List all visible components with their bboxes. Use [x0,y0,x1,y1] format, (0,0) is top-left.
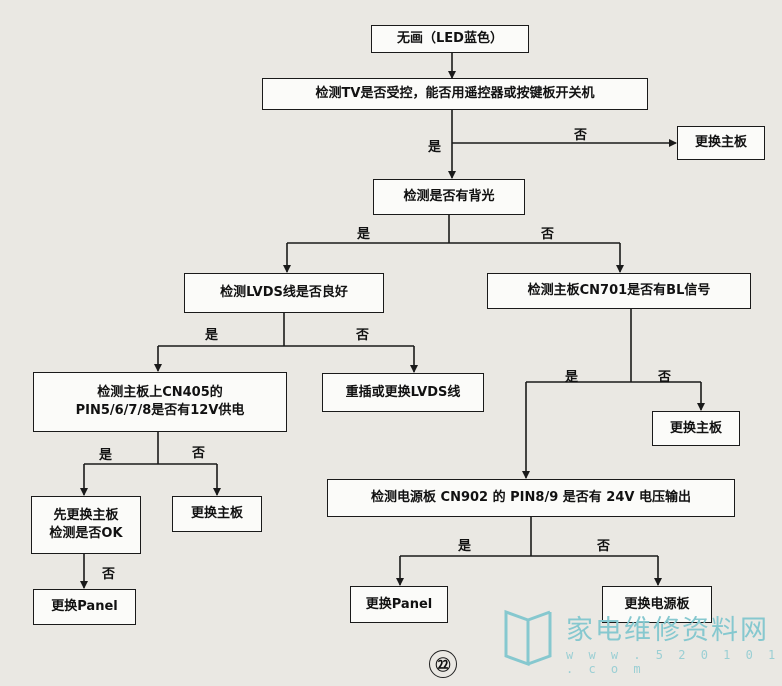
watermark-url: w w w . 5 2 0 1 0 1 . c o m [566,648,780,676]
check-bl-signal-node: 检测主板CN701是否有BL信号 [487,273,751,309]
replace-panel-node-2: 更换Panel [350,586,448,623]
no-label-bl-signal: 否 [658,370,672,385]
no-label-tv-control: 否 [574,128,588,143]
replace-panel-node-1: 更换Panel [33,589,136,625]
no-label-backlight: 否 [541,227,555,242]
page-number: ㉒ [429,650,457,678]
yes-label-lvds: 是 [205,328,219,343]
replug-lvds-node: 重插或更换LVDS线 [322,373,484,412]
check-cn405-node: 检测主板上CN405的 PIN5/6/7/8是否有12V供电 [33,372,287,432]
replace-mainboard-first-node: 先更换主板 检测是否OK [31,496,141,554]
watermark-text: 家电维修资料网 [566,615,769,646]
no-label-lvds: 否 [356,328,370,343]
replace-mainboard-node-2: 更换主板 [652,411,740,446]
check-lvds-cable-node: 检测LVDS线是否良好 [184,273,384,313]
yes-label-backlight: 是 [357,227,371,242]
replace-mainboard-node-3: 更换主板 [172,496,262,532]
check-tv-control-node: 检测TV是否受控，能否用遥控器或按键板开关机 [262,78,648,110]
book-logo-icon [504,609,552,667]
yes-label-bl-signal: 是 [565,370,579,385]
check-backlight-node: 检测是否有背光 [373,179,525,215]
replace-mainboard-node-1: 更换主板 [677,126,765,160]
no-label-mainboard-first: 否 [102,567,116,582]
no-label-cn405: 否 [192,446,206,461]
start-node: 无画（LED蓝色） [371,25,529,53]
watermark: 家电维修资料网 w w w . 5 2 0 1 0 1 . c o m [500,604,782,676]
no-label-psu: 否 [597,539,611,554]
replace-psu-node: 更换电源板 [602,586,712,623]
yes-label-psu: 是 [458,539,472,554]
yes-label-cn405: 是 [99,448,113,463]
check-psu-24v-node: 检测电源板 CN902 的 PIN8/9 是否有 24V 电压输出 [327,479,735,517]
yes-label-tv-control: 是 [428,140,442,155]
